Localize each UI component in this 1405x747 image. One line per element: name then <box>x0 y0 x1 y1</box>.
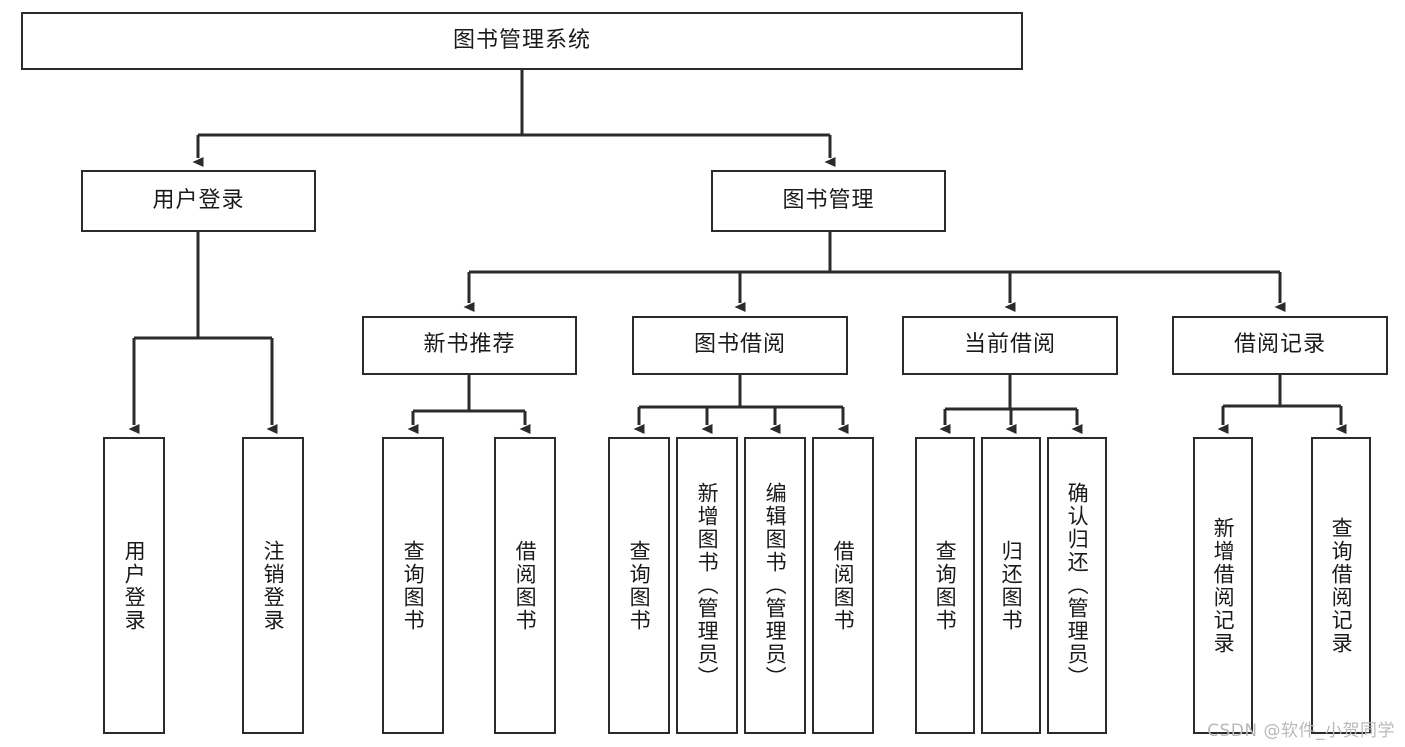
node-label: 借阅记录 <box>1233 332 1326 358</box>
leaf-borrow-record-add-record[interactable]: 新增借阅记录 <box>1193 437 1253 734</box>
leaf-label: 确认归还（管理员） <box>1065 482 1090 689</box>
node-current-borrow[interactable]: 当前借阅 <box>902 316 1118 375</box>
watermark: CSDN @软件_小贺同学 <box>1207 721 1395 741</box>
leaf-label: 用户登录 <box>122 539 147 632</box>
leaf-label: 借阅图书 <box>513 539 538 632</box>
leaf-label: 新增图书（管理员） <box>695 482 720 689</box>
leaf-book-borrow-edit-book-admin[interactable]: 编辑图书（管理员） <box>744 437 806 734</box>
node-label: 图书借阅 <box>693 332 786 358</box>
node-label: 用户登录 <box>152 187 245 213</box>
node-label: 当前借阅 <box>963 332 1056 358</box>
leaf-label: 查询图书 <box>933 539 958 632</box>
node-user-login[interactable]: 用户登录 <box>81 170 316 232</box>
node-book-management[interactable]: 图书管理 <box>711 170 946 232</box>
leaf-label: 借阅图书 <box>831 539 856 632</box>
node-borrow-record[interactable]: 借阅记录 <box>1172 316 1388 375</box>
leaf-book-borrow-query-books[interactable]: 查询图书 <box>608 437 670 734</box>
leaf-label: 查询图书 <box>401 539 426 632</box>
leaf-label: 查询图书 <box>627 539 652 632</box>
leaf-book-borrow-borrow-books[interactable]: 借阅图书 <box>812 437 874 734</box>
leaf-label: 编辑图书（管理员） <box>763 482 788 689</box>
node-label: 图书管理 <box>782 187 875 213</box>
leaf-user-login-logout[interactable]: 注销登录 <box>242 437 304 734</box>
leaf-label: 注销登录 <box>261 539 286 632</box>
node-label: 图书管理系统 <box>452 27 591 53</box>
leaf-borrow-record-query-record[interactable]: 查询借阅记录 <box>1311 437 1371 734</box>
leaf-user-login-login[interactable]: 用户登录 <box>103 437 165 734</box>
leaf-new-book-query-books[interactable]: 查询图书 <box>382 437 444 734</box>
leaf-current-borrow-return-books[interactable]: 归还图书 <box>981 437 1041 734</box>
leaf-book-borrow-add-book-admin[interactable]: 新增图书（管理员） <box>676 437 738 734</box>
leaf-current-borrow-query-books[interactable]: 查询图书 <box>915 437 975 734</box>
node-label: 新书推荐 <box>423 332 516 358</box>
node-new-book-recommend[interactable]: 新书推荐 <box>362 316 577 375</box>
leaf-label: 查询借阅记录 <box>1329 516 1354 655</box>
leaf-new-book-borrow-books[interactable]: 借阅图书 <box>494 437 556 734</box>
leaf-label: 新增借阅记录 <box>1211 516 1236 655</box>
node-root-book-management-system[interactable]: 图书管理系统 <box>21 12 1023 70</box>
leaf-label: 归还图书 <box>999 539 1024 632</box>
node-book-borrow[interactable]: 图书借阅 <box>632 316 848 375</box>
leaf-current-borrow-confirm-return-admin[interactable]: 确认归还（管理员） <box>1047 437 1107 734</box>
